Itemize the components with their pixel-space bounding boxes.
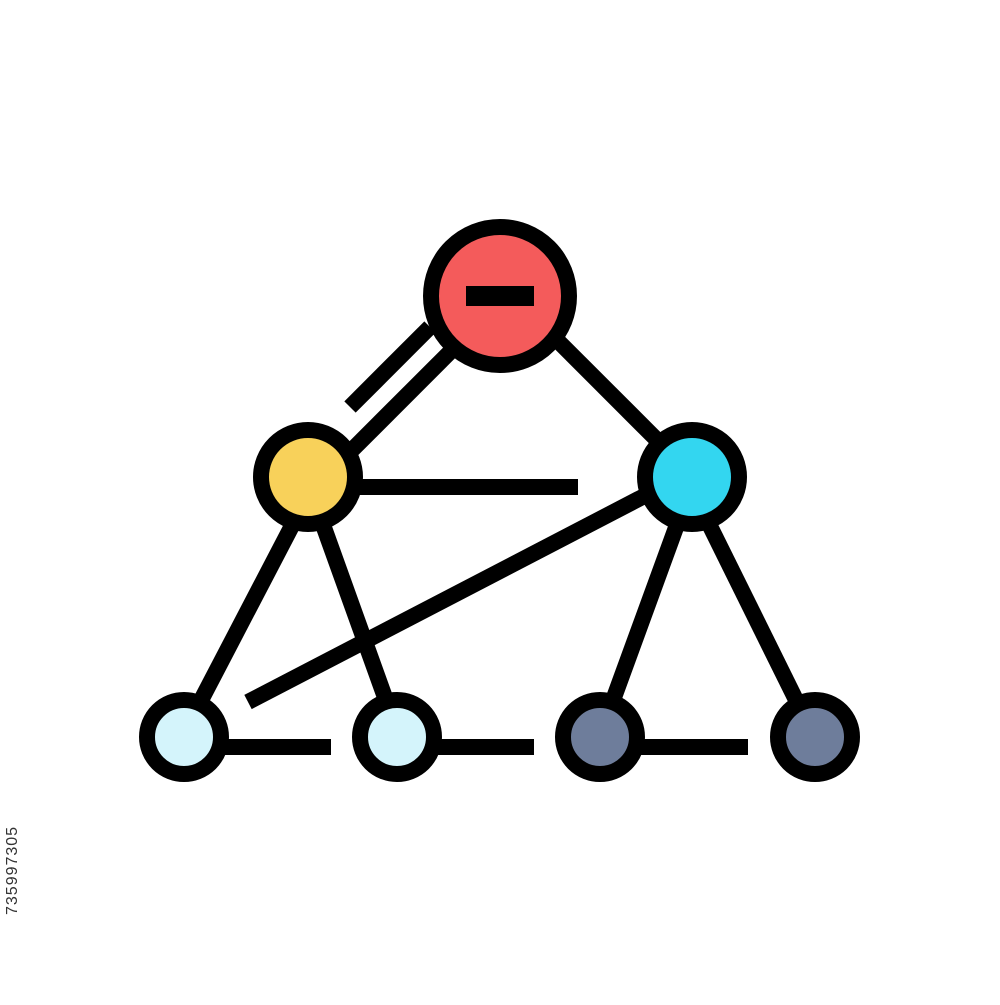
edge-mid-right-bottom-3 — [604, 519, 686, 706]
edge-mid-right-bottom-4 — [699, 516, 808, 712]
bottom-node-1 — [139, 692, 229, 782]
minus-icon — [466, 286, 534, 306]
bottom-node-3 — [555, 692, 645, 782]
edge-mid-right-diagonal — [244, 484, 656, 710]
stock-id-label: 735997305 — [4, 825, 21, 915]
edge-top-mid-left — [334, 339, 463, 468]
mid-right-node — [637, 422, 747, 532]
edge-mid-left-bottom-2 — [314, 519, 395, 706]
edge-top-mid-right — [549, 332, 666, 449]
edge-top-mid-left-offset — [344, 321, 436, 413]
bottom-node-2 — [352, 692, 442, 782]
mid-left-node — [253, 422, 363, 532]
edge-mid-left-bottom-1 — [189, 516, 303, 712]
bottom-node-4 — [770, 692, 860, 782]
